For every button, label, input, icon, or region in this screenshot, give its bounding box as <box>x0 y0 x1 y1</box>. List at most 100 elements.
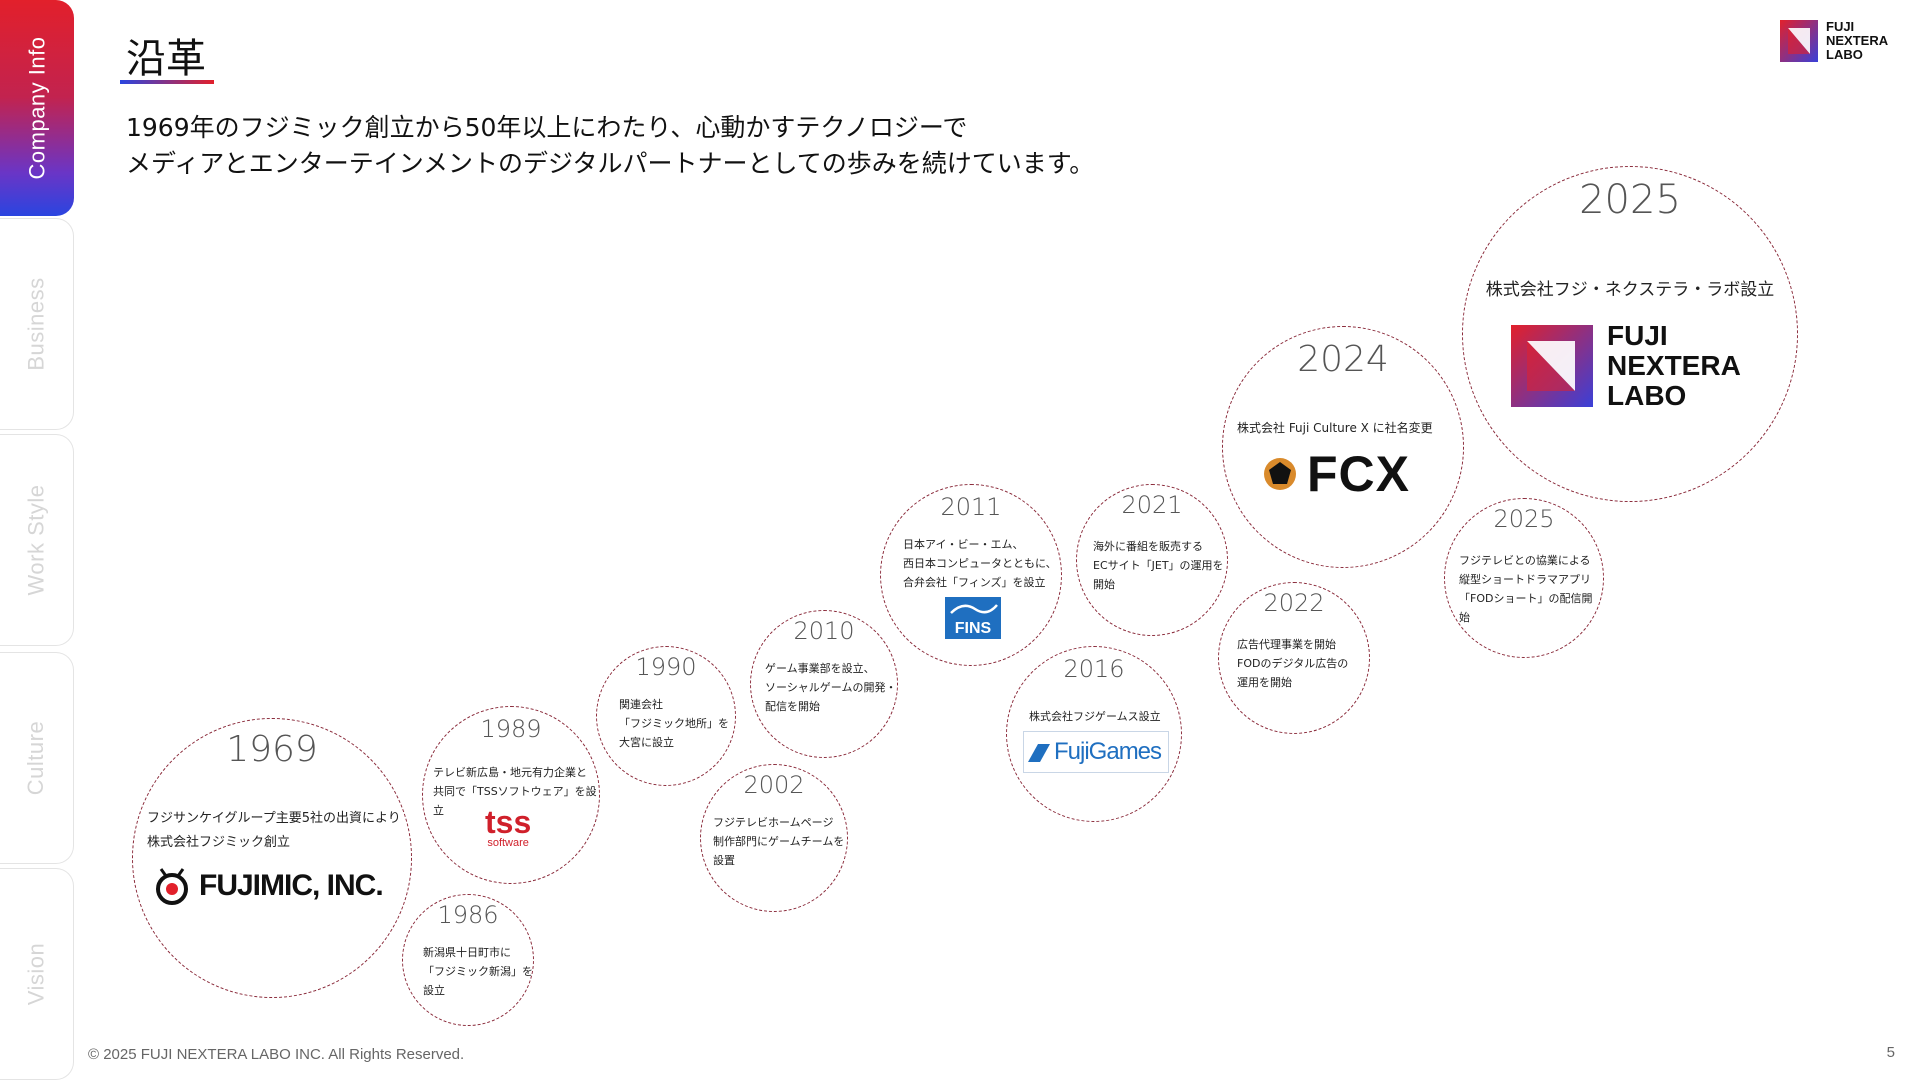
desc-line: 広告代理事業を開始 <box>1237 638 1336 651</box>
desc-line: フジテレビとの協業による <box>1459 554 1591 567</box>
fujigames-wordmark: FujiGames <box>1054 738 1162 765</box>
event-description: 海外に番組を販売する ECサイト「JET」の運用を 開始 <box>1093 537 1224 594</box>
desc-line: 運用を開始 <box>1237 676 1292 689</box>
desc-line: 西日本コンピュータとともに、 <box>903 557 1057 570</box>
lead-line-2: メディアとエンターテインメントのデジタルパートナーとしての歩みを続けています。 <box>126 149 1095 178</box>
tab-vision[interactable]: Vision <box>0 868 74 1080</box>
timeline-2025-fod-short: 2025 フジテレビとの協業による 縦型ショートドラマアプリ 「FODショート」… <box>1444 498 1604 658</box>
timeline-2025-establishment: 2025 株式会社フジ・ネクステラ・ラボ設立 FUJI NEXTERA LABO <box>1462 166 1798 502</box>
tab-label: Work Style <box>23 484 49 596</box>
year-label: 1990 <box>635 653 697 681</box>
desc-line: 日本アイ・ビー・エム、 <box>903 538 1024 551</box>
desc-line: 「フジミック地所」を <box>619 717 729 730</box>
desc-line: 大宮に設立 <box>619 736 674 749</box>
event-description: フジテレビホームページ 制作部門にゲームチームを 設置 <box>713 813 844 870</box>
timeline-2002: 2002 フジテレビホームページ 制作部門にゲームチームを 設置 <box>700 764 848 912</box>
event-description: フジサンケイグループ主要5社の出資により 株式会社フジミック創立 <box>147 807 401 855</box>
year-label: 2025 <box>1493 505 1555 533</box>
event-description: 広告代理事業を開始 FODのデジタル広告の 運用を開始 <box>1237 635 1348 692</box>
desc-line: 配信を開始 <box>765 700 820 713</box>
fcx-wordmark: FCX <box>1307 446 1410 502</box>
fins-wave-icon <box>950 604 998 614</box>
fujimic-logo: FUJIMIC, INC. <box>151 865 384 907</box>
tab-company-info[interactable]: Company Info <box>0 0 74 216</box>
fujimic-wordmark: FUJIMIC, INC. <box>199 869 384 902</box>
desc-line: 「フジミック新潟」を <box>423 965 533 978</box>
desc-line: FODのデジタル広告の <box>1237 657 1349 670</box>
year-label: 1989 <box>480 715 542 743</box>
desc-line: 株式会社フジ・ネクステラ・ラボ設立 <box>1485 280 1775 300</box>
timeline-2024: 2024 株式会社 Fuji Culture X に社名変更 FCX <box>1222 326 1464 568</box>
tab-work-style[interactable]: Work Style <box>0 434 74 646</box>
lead-text: 1969年のフジミック創立から50年以上にわたり、心動かすテクノロジーで メディ… <box>126 110 1094 182</box>
year-label: 2024 <box>1297 339 1389 380</box>
fnl-logo: FUJI NEXTERA LABO <box>1511 321 1741 411</box>
year-label: 2022 <box>1263 589 1325 617</box>
desc-line: ソーシャルゲームの開発・ <box>765 681 897 694</box>
fins-logo: FINS <box>945 597 1001 639</box>
company-logo-corner: FUJI NEXTERA LABO <box>1780 20 1888 62</box>
logo-line: LABO <box>1826 47 1863 62</box>
timeline-1969: 1969 フジサンケイグループ主要5社の出資により 株式会社フジミック創立 FU… <box>132 718 412 998</box>
event-description: フジテレビとの協業による 縦型ショートドラマアプリ 「FODショート」の配信開始 <box>1459 551 1603 627</box>
desc-line: 株式会社 Fuji Culture X に社名変更 <box>1237 421 1433 435</box>
event-description: ゲーム事業部を設立、 ソーシャルゲームの開発・ 配信を開始 <box>765 659 896 716</box>
timeline-1990: 1990 関連会社 「フジミック地所」を 大宮に設立 <box>596 646 736 786</box>
tab-culture[interactable]: Culture <box>0 652 74 864</box>
tab-business[interactable]: Business <box>0 218 74 430</box>
desc-line: 合弁会社「フィンズ」を設立 <box>903 576 1046 589</box>
desc-line: 新潟県十日町市に <box>423 946 511 959</box>
tab-label: Culture <box>23 720 49 796</box>
tss-sub: software <box>487 837 529 849</box>
fnl-large-mark-icon <box>1511 325 1593 407</box>
event-description: 日本アイ・ビー・エム、 西日本コンピュータとともに、 合弁会社「フィンズ」を設立 <box>903 535 1057 592</box>
event-description: 株式会社 Fuji Culture X に社名変更 <box>1237 419 1433 438</box>
desc-line: フジテレビホームページ <box>713 816 834 829</box>
desc-line: 海外に番組を販売する <box>1093 540 1203 553</box>
desc-line: 株式会社フジミック創立 <box>147 835 291 850</box>
desc-line: 関連会社 <box>619 698 663 711</box>
year-label: 2011 <box>940 493 1002 521</box>
year-label: 2010 <box>793 617 855 645</box>
tab-label: Company Info <box>24 36 49 180</box>
fins-wordmark: FINS <box>954 620 992 637</box>
year-label: 2016 <box>1063 655 1125 683</box>
year-label: 1986 <box>437 901 499 929</box>
desc-line: テレビ新広島・地元有力企業と <box>433 766 587 779</box>
event-description: 関連会社 「フジミック地所」を 大宮に設立 <box>619 695 729 752</box>
sidebar-nav: Company Info Business Work Style Culture… <box>0 0 74 1080</box>
timeline-1989: 1989 テレビ新広島・地元有力企業と 共同で「TSSソフトウェア」を設立 ts… <box>422 706 600 884</box>
desc-line: 設立 <box>423 984 445 997</box>
title-underline <box>120 80 214 84</box>
tab-label: Business <box>23 277 49 371</box>
desc-line: 制作部門にゲームチームを <box>713 835 845 848</box>
wordmark-line: NEXTERA <box>1607 350 1741 381</box>
desc-line: フジサンケイグループ主要5社の出資により <box>147 811 401 826</box>
timeline-2010: 2010 ゲーム事業部を設立、 ソーシャルゲームの開発・ 配信を開始 <box>750 610 898 758</box>
fujimic-mark-icon <box>156 868 188 905</box>
event-description: 株式会社フジ・ネクステラ・ラボ設立 <box>1463 281 1797 300</box>
desc-line: 共同で「TSSソフトウェア」を設立 <box>433 785 597 817</box>
fnl-logo-icon <box>1780 20 1818 62</box>
wordmark-line: FUJI <box>1607 320 1668 351</box>
timeline-2021: 2021 海外に番組を販売する ECサイト「JET」の運用を 開始 <box>1076 484 1228 636</box>
desc-line: 縦型ショートドラマアプリ <box>1459 573 1591 586</box>
fcx-mark-icon <box>1264 458 1296 490</box>
timeline-2016: 2016 株式会社フジゲームス設立 FujiGames <box>1006 646 1182 822</box>
fcx-logo: FCX <box>1259 445 1410 503</box>
tss-logo: tss software <box>485 806 531 849</box>
lead-line-1: 1969年のフジミック創立から50年以上にわたり、心動かすテクノロジーで <box>126 113 968 142</box>
logo-line: NEXTERA <box>1826 33 1889 48</box>
copyright: © 2025 FUJI NEXTERA LABO INC. All Rights… <box>88 1046 465 1063</box>
fnl-wordmark: FUJI NEXTERA LABO <box>1607 321 1741 411</box>
fujigames-logo: FujiGames <box>1023 731 1169 773</box>
fujigames-mark-icon <box>1028 744 1050 762</box>
page-number: 5 <box>1886 1044 1895 1061</box>
timeline-1986: 1986 新潟県十日町市に 「フジミック新潟」を 設立 <box>402 894 534 1026</box>
corner-logo-text: FUJI NEXTERA LABO <box>1826 20 1888 62</box>
timeline-2011: 2011 日本アイ・ビー・エム、 西日本コンピュータとともに、 合弁会社「フィン… <box>880 484 1062 666</box>
tab-label: Vision <box>23 942 49 1006</box>
year-label: 2025 <box>1579 177 1681 223</box>
desc-line: 開始 <box>1093 578 1115 591</box>
event-description: 株式会社フジゲームス設立 <box>1029 707 1161 726</box>
